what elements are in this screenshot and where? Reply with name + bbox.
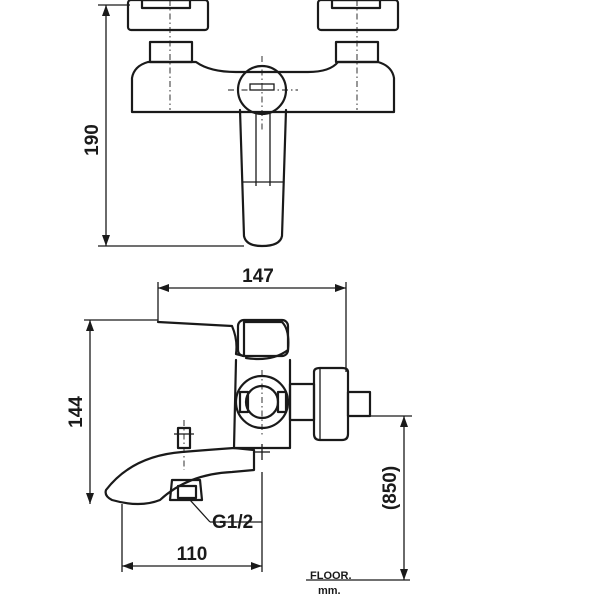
diverter-lug-left	[238, 390, 250, 414]
dimension-850: (850)	[380, 466, 401, 510]
left-fitting-nut	[140, 0, 192, 10]
diverter-lug-right	[276, 390, 288, 414]
spout	[104, 446, 256, 506]
dimension-110: 110	[177, 544, 208, 565]
dimension-147: 147	[242, 266, 274, 287]
side-view: 147 144	[66, 266, 412, 597]
lever-handle	[238, 108, 288, 248]
side-wall-fitting	[312, 366, 350, 442]
floor-label: FLOOR.	[310, 570, 352, 582]
front-view: 190	[82, 0, 400, 248]
left-wall-fitting	[126, 0, 210, 32]
spout-thread	[176, 484, 198, 500]
dimension-190: 190	[82, 124, 103, 156]
left-eccentric-connector	[148, 40, 194, 64]
lever-inner-shade	[255, 112, 271, 186]
side-lever	[156, 320, 290, 361]
unit-label: mm.	[318, 585, 341, 597]
dimension-144: 144	[66, 396, 87, 428]
right-fitting-nut	[330, 0, 382, 10]
thread-label: G1/2	[212, 512, 253, 533]
mixer-body	[130, 60, 396, 114]
side-pipe-stub	[346, 390, 372, 418]
side-cartridge-cap	[236, 318, 290, 358]
right-wall-fitting	[316, 0, 400, 32]
spout-outlet	[168, 478, 204, 502]
side-nut	[288, 382, 316, 422]
